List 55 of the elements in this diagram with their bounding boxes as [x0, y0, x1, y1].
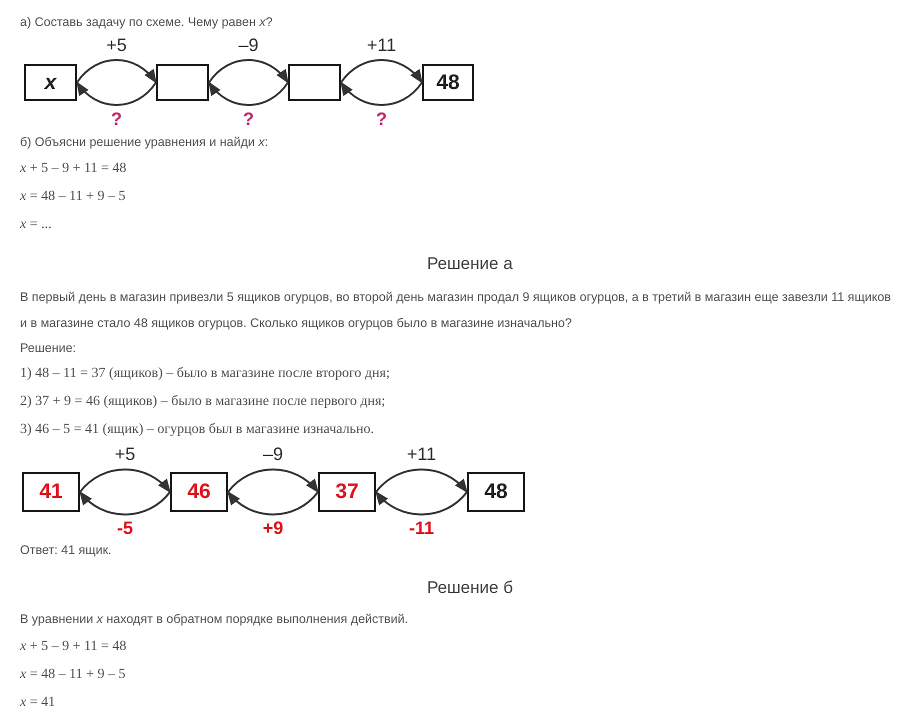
- edge-label: –9: [237, 34, 260, 54]
- section-heading: Решение а: [427, 253, 513, 275]
- equation: x = 41: [20, 694, 56, 712]
- curved-arrow: [76, 81, 157, 106]
- edge-label: +11: [366, 34, 396, 54]
- solution-label: Решение:: [20, 340, 76, 357]
- curved-arrow: [79, 490, 171, 516]
- edge-label: +11: [406, 444, 436, 464]
- edge-label: +5: [114, 444, 136, 464]
- question-text: б) Объясни решение уравнения и найди x:: [20, 134, 268, 151]
- edge-label: +5: [105, 34, 128, 54]
- solution-step: 2) 37 + 9 = 46 (ящиков) – было в магазине после первого дня;: [20, 388, 386, 416]
- answer-text: Ответ: 41 ящик.: [20, 542, 112, 559]
- box-value: x: [44, 72, 56, 94]
- curved-arrow: [375, 468, 468, 494]
- curved-arrow: [340, 81, 423, 106]
- explanation-text: В уравнении x находят в обратном порядке выполнения действий.: [20, 611, 408, 628]
- number-box: [318, 472, 376, 512]
- curved-arrow: [340, 59, 423, 84]
- edge-label: ?: [242, 108, 255, 128]
- box-value: 48: [484, 481, 508, 503]
- box-value: 48: [436, 72, 460, 94]
- curved-arrow: [227, 490, 319, 516]
- box-value: 37: [335, 481, 359, 503]
- edge-label: –9: [262, 444, 284, 464]
- edge-label: ?: [375, 108, 388, 128]
- edge-label: +9: [262, 518, 284, 538]
- number-box: [467, 472, 525, 512]
- equation: x + 5 – 9 + 11 = 48: [20, 638, 126, 656]
- equation: x = 48 – 11 + 9 – 5: [20, 666, 126, 684]
- box-value: 41: [39, 481, 63, 503]
- curved-arrow: [76, 59, 157, 84]
- edge-label: -5: [116, 518, 134, 538]
- number-box: [170, 472, 228, 512]
- equation: x = ...: [20, 216, 52, 234]
- section-heading: Решение б: [427, 577, 513, 599]
- equation: x = 48 – 11 + 9 – 5: [20, 188, 126, 206]
- empty-box: [288, 64, 341, 101]
- curved-arrow: [227, 468, 319, 494]
- solution-step: 1) 48 – 11 = 37 (ящиков) – было в магазине после второго дня;: [20, 360, 390, 388]
- empty-box: [156, 64, 209, 101]
- equation: x + 5 – 9 + 11 = 48: [20, 160, 126, 178]
- number-box: [24, 64, 77, 101]
- question-text: а) Составь задачу по схеме. Чему равен x?: [20, 14, 273, 31]
- number-box: [422, 64, 474, 101]
- curved-arrow: [79, 468, 171, 494]
- curved-arrow: [208, 59, 289, 84]
- curved-arrow: [375, 490, 468, 516]
- curved-arrow: [208, 81, 289, 106]
- solution-step: 3) 46 – 5 = 41 (ящик) – огурцов был в магазине изначально.: [20, 416, 374, 444]
- edge-label: ?: [110, 108, 123, 128]
- edge-label: -11: [408, 518, 436, 538]
- number-box: [22, 472, 80, 512]
- box-value: 46: [187, 481, 211, 503]
- problem-text: В первый день в магазин привезли 5 ящиков огурцов, во второй день магазин продал 9 ящиков огурцов, а в третий в магазин еще завезли 11 ящиков и в магазине стало 48 ящиков огурцов. Сколько ящиков огурцов было в магазине изначально?: [20, 289, 892, 332]
